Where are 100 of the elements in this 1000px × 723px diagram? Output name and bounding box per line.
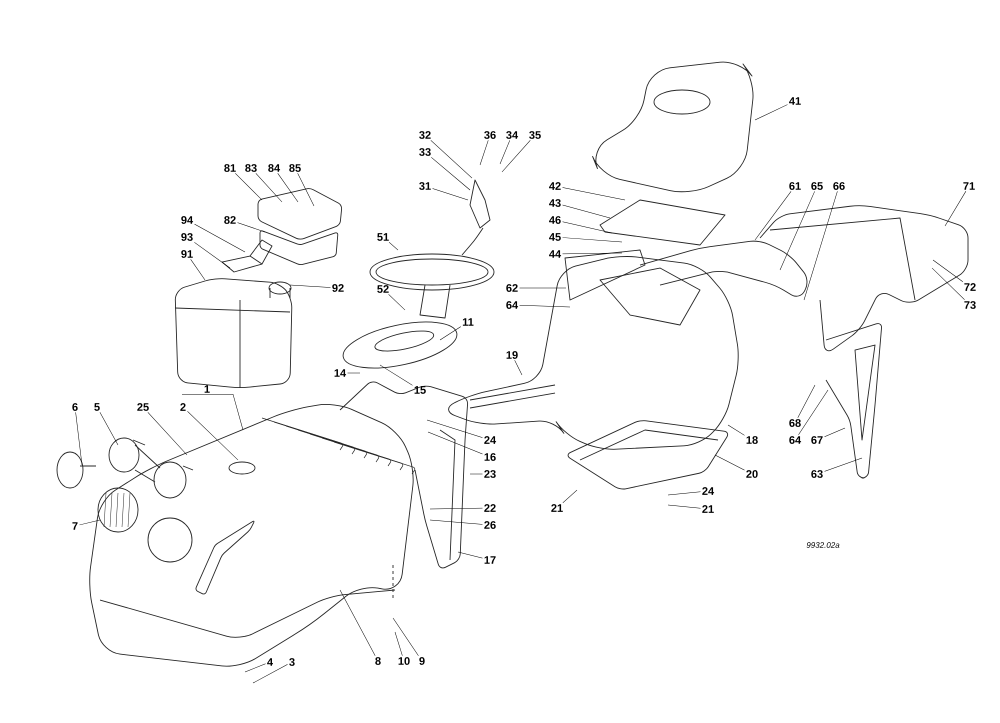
leader-line bbox=[75, 412, 82, 466]
leader-line bbox=[754, 104, 788, 120]
callout-number: 71 bbox=[963, 182, 975, 190]
leader-line bbox=[235, 173, 262, 200]
leader-line bbox=[252, 664, 288, 684]
leader-line bbox=[430, 508, 483, 510]
callout-number: 14 bbox=[334, 369, 346, 377]
leader-line bbox=[100, 412, 118, 446]
leader-line bbox=[388, 294, 406, 310]
callout-number: 44 bbox=[549, 250, 562, 258]
leader-line bbox=[728, 424, 745, 436]
leader-line bbox=[194, 224, 246, 252]
callout-number: 15 bbox=[414, 386, 426, 394]
callout-number: 81 bbox=[224, 164, 236, 172]
callout-number: 5 bbox=[94, 403, 100, 411]
callout-number: 9 bbox=[419, 657, 425, 665]
leader-line bbox=[426, 420, 483, 438]
callout-number: 25 bbox=[137, 403, 149, 411]
leader-line bbox=[562, 237, 622, 242]
leader-line bbox=[278, 173, 298, 202]
leader-line bbox=[190, 259, 206, 280]
callout-number: 2 bbox=[180, 403, 186, 411]
leader-line bbox=[519, 305, 570, 308]
callout-number: 64 bbox=[506, 301, 518, 309]
leader-line bbox=[256, 173, 282, 202]
leader-line bbox=[562, 204, 610, 218]
leader-line bbox=[432, 188, 468, 200]
leader-line bbox=[392, 618, 419, 656]
callout-number: 32 bbox=[419, 131, 431, 139]
callout-number: 34 bbox=[506, 131, 518, 139]
callout-number: 52 bbox=[377, 285, 389, 293]
callout-number: 35 bbox=[529, 131, 541, 139]
callout-number: 41 bbox=[789, 97, 801, 105]
leader-line bbox=[562, 252, 622, 254]
callout-number: 17 bbox=[484, 556, 496, 564]
callout-number: 10 bbox=[398, 657, 410, 665]
leader-line bbox=[824, 458, 862, 472]
leader-line bbox=[944, 190, 966, 226]
leader-line bbox=[562, 221, 612, 234]
callout-number: 43 bbox=[549, 199, 561, 207]
callout-number: 61 bbox=[789, 182, 801, 190]
callout-number: 64 bbox=[789, 436, 802, 444]
callout-number: 91 bbox=[181, 250, 193, 258]
callout-number: 92 bbox=[332, 284, 344, 292]
callout-number: 21 bbox=[551, 504, 563, 512]
leader-line bbox=[297, 173, 314, 206]
callout-number: 83 bbox=[245, 164, 257, 172]
leader-line bbox=[428, 432, 483, 454]
callout-number: 19 bbox=[506, 351, 518, 359]
callout-number: 23 bbox=[484, 470, 496, 478]
callout-number: 16 bbox=[484, 453, 496, 461]
callout-number: 26 bbox=[484, 521, 496, 529]
leader-line bbox=[932, 260, 964, 282]
leader-line bbox=[500, 140, 510, 164]
callout-number: 46 bbox=[549, 216, 561, 224]
callout-number: 33 bbox=[419, 148, 431, 156]
callout-number: 1 bbox=[204, 385, 210, 393]
leader-line bbox=[79, 520, 100, 526]
callout-number: 4 bbox=[267, 658, 273, 666]
callout-number: 24 bbox=[702, 487, 714, 495]
leader-line bbox=[714, 454, 745, 470]
callout-number: 8 bbox=[375, 657, 381, 665]
callout-number: 66 bbox=[833, 182, 845, 190]
leader-line bbox=[430, 520, 483, 525]
callout-number: 72 bbox=[964, 283, 976, 291]
leader-line bbox=[388, 242, 398, 250]
leader-line bbox=[431, 157, 470, 190]
leader-line bbox=[798, 384, 816, 418]
callout-number: 85 bbox=[289, 164, 301, 172]
leader-line bbox=[290, 284, 331, 288]
leader-line bbox=[480, 140, 488, 166]
drawing-number: 9932.02a bbox=[806, 542, 840, 548]
callout-number: 67 bbox=[811, 436, 823, 444]
callout-number: 18 bbox=[746, 436, 758, 444]
callout-number: 62 bbox=[506, 284, 518, 292]
leader-line bbox=[340, 590, 376, 656]
leader-line bbox=[754, 191, 792, 240]
callout-number: 94 bbox=[181, 216, 194, 224]
leader-line bbox=[824, 428, 846, 438]
leader-line bbox=[380, 364, 413, 386]
callout-number: 3 bbox=[289, 658, 295, 666]
leader-line bbox=[668, 504, 701, 508]
callout-number: 93 bbox=[181, 233, 193, 241]
leader-line bbox=[394, 632, 403, 656]
callout-number: 84 bbox=[268, 164, 280, 172]
leader-line bbox=[514, 360, 522, 376]
leader-line bbox=[244, 664, 266, 672]
leader-line bbox=[562, 187, 626, 200]
callout-number: 82 bbox=[224, 216, 236, 224]
callout-number: 63 bbox=[811, 470, 823, 478]
callout-number: 51 bbox=[377, 233, 389, 241]
leader-line bbox=[502, 140, 531, 172]
callout-number: 7 bbox=[72, 522, 78, 530]
leader-line bbox=[194, 242, 230, 268]
leader-line bbox=[780, 191, 815, 270]
callout-number: 45 bbox=[549, 233, 561, 241]
leader-line bbox=[430, 140, 472, 178]
callout-number: 20 bbox=[746, 470, 758, 478]
callout-number: 24 bbox=[484, 436, 496, 444]
leader-line bbox=[148, 412, 188, 456]
